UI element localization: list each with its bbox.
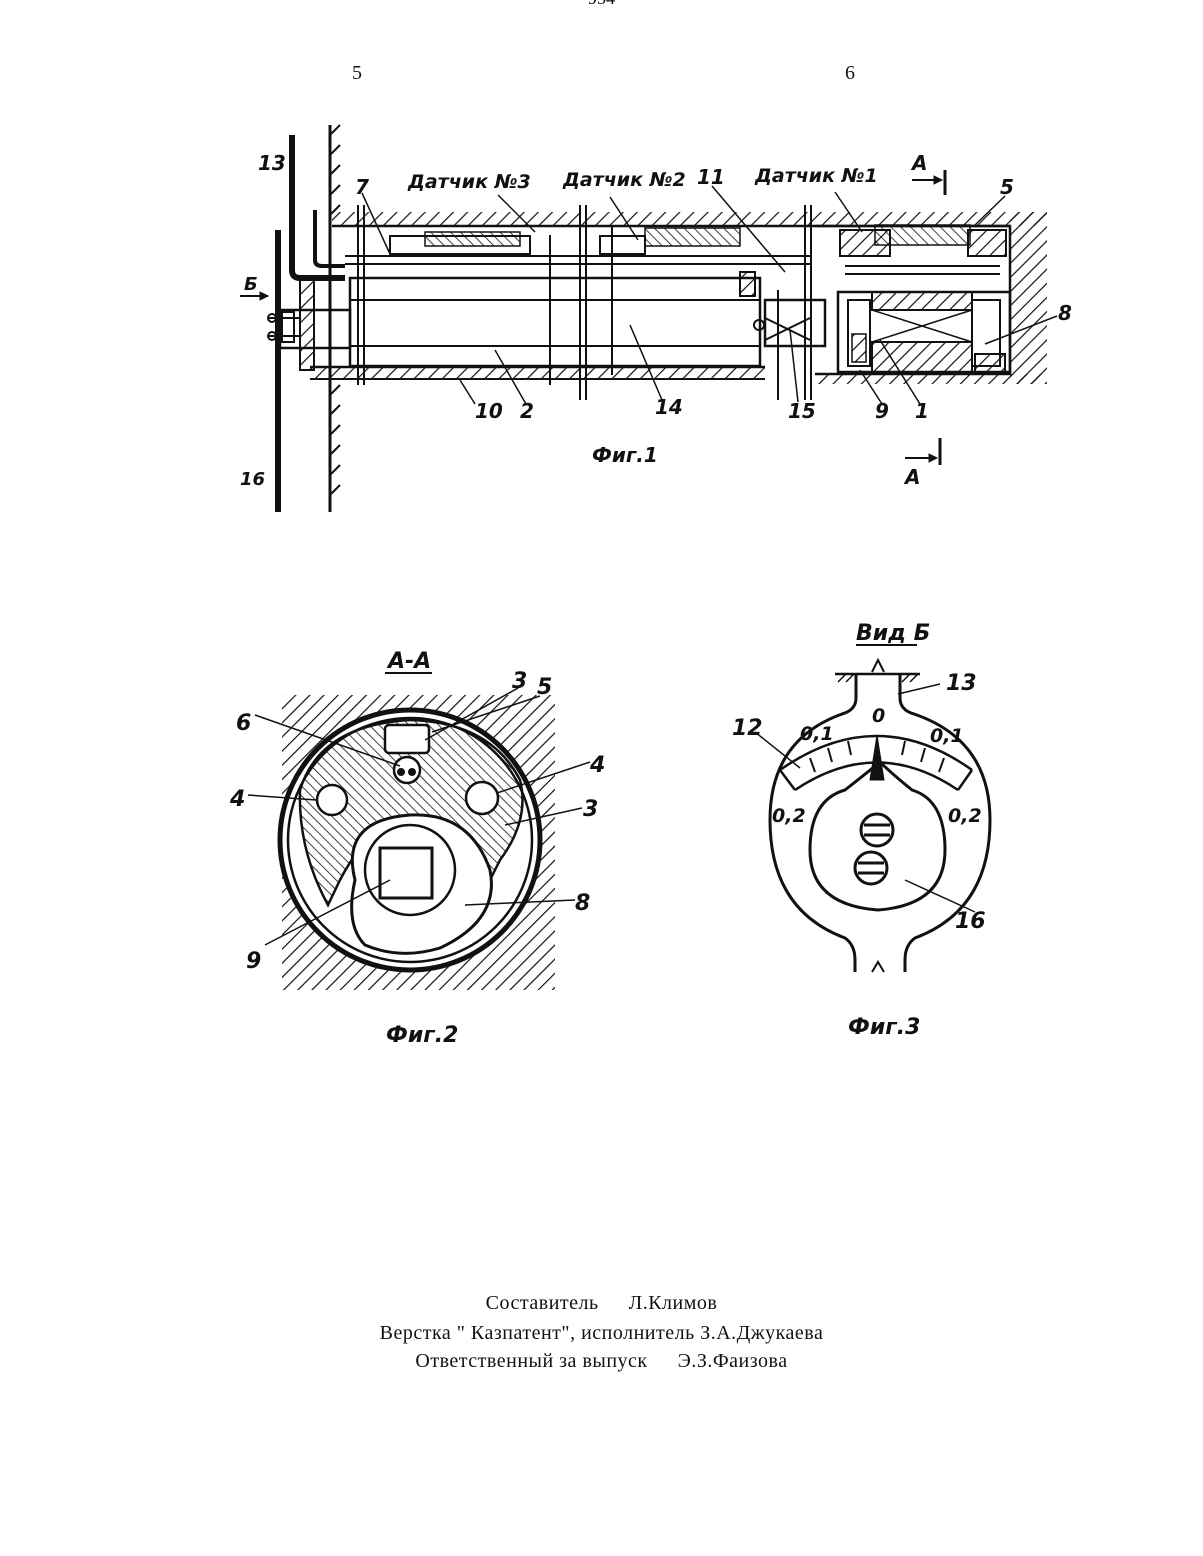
fig2-label-4-right: 4 [589,753,605,778]
fig1-label-2: 2 [520,399,534,423]
fig3-scale-0-1-left: 0,1 [800,723,834,745]
fig1-sensor-1: Датчик №1 [754,165,878,187]
footer-compiler-line: Составитель Л.Климов [0,1292,1203,1315]
fig2-label-5: 5 [537,675,552,700]
fig3-scale-0-1-right: 0,1 [930,725,964,747]
fig1-label-11: 11 [697,165,725,189]
fig1-caption: Фиг.1 [592,443,658,467]
fig1-label-b: Б [244,274,258,295]
fig1-label-5: 5 [1000,175,1014,199]
compiler-label: Составитель [486,1292,599,1314]
fig1-sensor-3: Датчик №3 [407,171,531,193]
fig1-label-1: 1 [915,399,929,423]
fig1-label-16: 16 [240,469,265,490]
fig2-label-6: 6 [236,711,251,736]
responsible-label: Ответственный за выпуск [415,1350,647,1372]
patent-drawings: 13 7 Датчик №3 Датчик №2 11 Датчик №1 А … [0,0,1203,1100]
fig3-caption: Фиг.3 [848,1015,920,1040]
fig1-label-13: 13 [258,151,286,175]
fig1-sensor-2: Датчик №2 [562,169,686,191]
figure-2 [248,673,590,990]
fig2-label-3-right: 3 [583,797,598,822]
fig1-label-9: 9 [875,399,889,423]
fig1-section-marker-bottom: А [903,465,920,489]
fig2-label-8: 8 [575,891,590,916]
fig3-label-16: 16 [955,909,986,934]
fig1-label-8: 8 [1058,301,1072,325]
fig3-scale-0: 0 [872,705,885,727]
compiler-name: Л.Климов [629,1292,718,1314]
fig3-view-title: Вид Б [856,621,930,646]
fig2-label-3-top: 3 [512,669,527,694]
fig3-label-12: 12 [732,716,763,741]
responsible-name: Э.З.Фаизова [678,1350,788,1372]
fig3-scale-0-2-right: 0,2 [948,805,982,827]
fig1-label-7: 7 [355,175,369,199]
fig3-scale-0-2-left: 0,2 [772,805,806,827]
fig2-caption: Фиг.2 [386,1023,458,1048]
fig1-label-15: 15 [788,399,816,423]
fig2-label-9: 9 [246,949,261,974]
footer-responsible-line: Ответственный за выпуск Э.З.Фаизова [0,1350,1203,1373]
fig2-label-4-left: 4 [229,787,245,812]
fig1-section-marker-top: А [910,151,927,175]
fig1-label-14: 14 [655,395,683,419]
footer-layout-line: Верстка " Казпатент", исполнитель З.А.Дж… [0,1322,1203,1345]
fig3-label-13: 13 [946,671,977,696]
fig2-section-title: А-А [386,649,431,674]
fig1-label-10: 10 [475,399,503,423]
